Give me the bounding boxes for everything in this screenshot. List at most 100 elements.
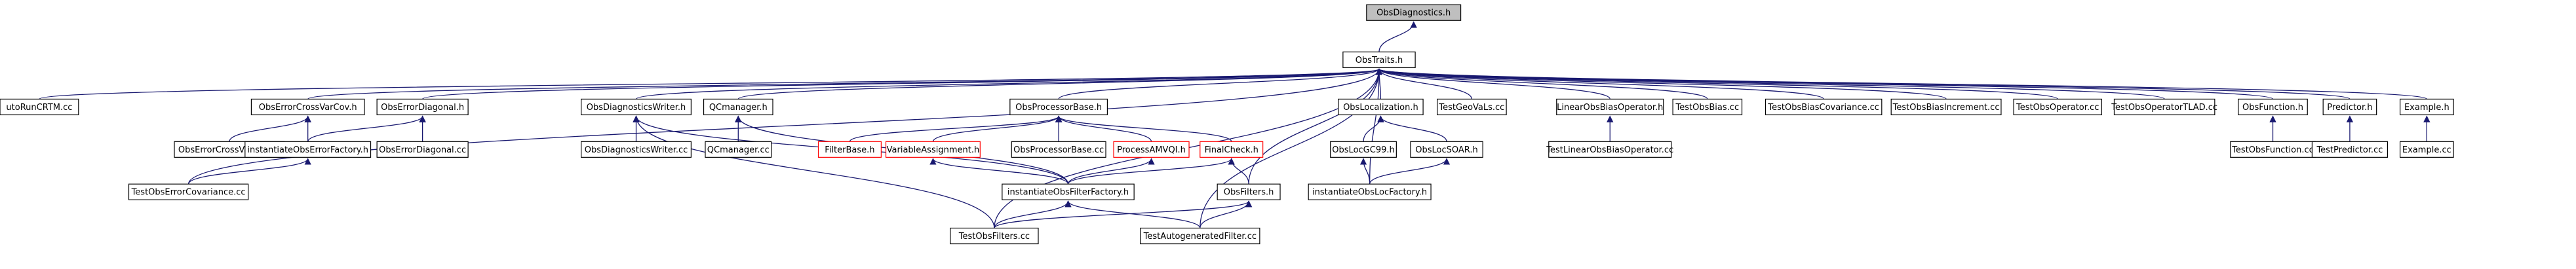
node-label: Predictor.h bbox=[2327, 103, 2372, 113]
node-box bbox=[705, 141, 772, 158]
node-tlobo-cc[interactable]: TestLinearObsBiasOperator.cc bbox=[1546, 141, 1673, 158]
node-box bbox=[1011, 141, 1106, 158]
node-label: ProcessAMVQI.h bbox=[1117, 145, 1186, 155]
node-label: Example.cc bbox=[2402, 145, 2451, 155]
edge-tofilters-cc-to-odw-h bbox=[633, 115, 995, 228]
node-oecvc-h[interactable]: ObsErrorCrossVarCov.h bbox=[250, 98, 365, 116]
node-example-h[interactable]: Example.h bbox=[2400, 98, 2454, 116]
edge-olsoar-h-to-oloc-h bbox=[1377, 115, 1447, 142]
node-box bbox=[2322, 98, 2377, 116]
edge-iofff-h-to-pamvqi-h bbox=[1067, 158, 1155, 185]
edge-fcheck-h-to-opb-h bbox=[1055, 115, 1232, 142]
edge-tobias-cc-to-obstraits-h bbox=[1376, 68, 1708, 99]
node-label: ObsProcessorBase.h bbox=[1015, 103, 1102, 113]
node-label: ObsFunction.h bbox=[2242, 103, 2303, 113]
node-label: TestObsBiasIncrement.cc bbox=[1892, 103, 2000, 113]
node-olsoar-h[interactable]: ObsLocSOAR.h bbox=[1410, 141, 1483, 158]
node-label: FilterBase.h bbox=[825, 145, 874, 155]
node-box bbox=[1113, 141, 1190, 158]
node-olgc99-h[interactable]: ObsLocGC99.h bbox=[1330, 141, 1397, 158]
edge-varasg-h-to-opb-h bbox=[932, 115, 1063, 142]
node-fbase-h[interactable]: FilterBase.h bbox=[817, 141, 882, 158]
node-label: ObsDiagnosticsWriter.h bbox=[587, 103, 686, 113]
node-tpred-cc[interactable]: TestPredictor.cc bbox=[2311, 141, 2389, 158]
edge-pamvqi-h-to-opb-h bbox=[1055, 115, 1152, 142]
node-lobo-h[interactable]: LinearObsBiasOperator.h bbox=[1556, 98, 1664, 116]
edge-odw-h-to-obstraits-h bbox=[635, 68, 1382, 99]
edge-tagf-cc-to-obstraits-h bbox=[1200, 68, 1383, 228]
node-box bbox=[1672, 98, 1743, 116]
node-box bbox=[376, 98, 469, 116]
edge-oecvc-cc-to-oecvc-h bbox=[229, 115, 311, 142]
node-label: TestAutogeneratedFilter.cc bbox=[1143, 232, 1257, 242]
node-box bbox=[1217, 183, 1281, 200]
node-label: TestObsBiasCovariance.cc bbox=[1767, 103, 1879, 113]
node-varasg-h[interactable]: VariableAssignment.h bbox=[885, 141, 981, 158]
node-ioef-h[interactable]: instantiateObsErrorFactory.h bbox=[244, 141, 372, 158]
node-tobias-cc[interactable]: TestObsBias.cc bbox=[1672, 98, 1743, 116]
edge-ioef-h-to-oediag-h bbox=[307, 115, 426, 142]
edge-tobcov-cc-to-obstraits-h bbox=[1376, 68, 1824, 99]
node-box bbox=[128, 183, 249, 200]
edge-opb-h-to-obstraits-h bbox=[1058, 68, 1382, 99]
node-label: instantiateObsErrorFactory.h bbox=[247, 145, 368, 155]
node-tobcov-cc[interactable]: TestObsBiasCovariance.cc bbox=[1765, 98, 1883, 116]
node-tofilters-cc[interactable]: TestObsFilters.cc bbox=[950, 227, 1039, 245]
node-qcm-h[interactable]: QCmanager.h bbox=[703, 98, 773, 116]
node-pamvqi-h[interactable]: ProcessAMVQI.h bbox=[1113, 141, 1190, 158]
node-odw-h[interactable]: ObsDiagnosticsWriter.h bbox=[581, 98, 692, 116]
node-opb-cc[interactable]: ObsProcessorBase.cc bbox=[1011, 141, 1106, 158]
node-iolf-h[interactable]: instantiateObsLocFactory.h bbox=[1308, 183, 1432, 200]
node-oloc-h[interactable]: ObsLocalization.h bbox=[1338, 98, 1424, 116]
node-pred-h[interactable]: Predictor.h bbox=[2322, 98, 2377, 116]
node-toop-cc[interactable]: TestObsOperator.cc bbox=[2013, 98, 2102, 116]
node-box bbox=[1002, 183, 1135, 200]
node-box bbox=[1437, 98, 1507, 116]
edge-iolf-h-to-obstraits-h bbox=[1369, 68, 1383, 185]
node-box bbox=[1548, 141, 1672, 158]
node-opb-h[interactable]: ObsProcessorBase.h bbox=[1009, 98, 1108, 116]
node-tgeovals-cc[interactable]: TestGeoVaLs.cc bbox=[1437, 98, 1507, 116]
edge-qcm-h-to-obstraits-h bbox=[737, 68, 1382, 99]
node-label: TestLinearObsBiasOperator.cc bbox=[1546, 145, 1673, 155]
node-box bbox=[1140, 227, 1260, 245]
node-fcheck-h[interactable]: FinalCheck.h bbox=[1200, 141, 1264, 158]
edge-lobo-h-to-obstraits-h bbox=[1375, 68, 1610, 99]
node-ofunc-h[interactable]: ObsFunction.h bbox=[2238, 98, 2308, 116]
node-label: TestPredictor.cc bbox=[2316, 145, 2383, 155]
node-label: FinalCheck.h bbox=[1205, 145, 1259, 155]
node-label: ObsErrorDiagonal.h bbox=[381, 103, 464, 113]
node-tobinc-cc[interactable]: TestObsBiasIncrement.cc bbox=[1890, 98, 2002, 116]
edge-ofilters-h-to-fcheck-h bbox=[1228, 158, 1249, 185]
node-iofff-h[interactable]: instantiateObsFilterFactory.h bbox=[1002, 183, 1135, 200]
node-label: TestObsOperatorTLAD.cc bbox=[2111, 103, 2217, 113]
node-tocrtm-cc[interactable]: utoRunCRTM.cc bbox=[0, 98, 79, 116]
edge-olgc99-h-to-oloc-h bbox=[1363, 115, 1384, 142]
node-qcm-cc[interactable]: QCmanager.cc bbox=[705, 141, 772, 158]
edge-iolf-h-to-olsoar-h bbox=[1369, 158, 1451, 185]
node-oediag-cc[interactable]: ObsErrorDiagonal.cc bbox=[376, 141, 469, 158]
node-oediag-h[interactable]: ObsErrorDiagonal.h bbox=[376, 98, 469, 116]
edge-example-h-to-obstraits-h bbox=[1376, 68, 2427, 99]
node-label: QCmanager.h bbox=[709, 103, 768, 113]
node-label: TestGeoVaLs.cc bbox=[1438, 103, 1504, 113]
node-tooptlad-cc[interactable]: TestObsOperatorTLAD.cc bbox=[2111, 98, 2217, 116]
node-box bbox=[1338, 98, 1424, 116]
node-tofunc-cc[interactable]: TestObsFunction.cc bbox=[2230, 141, 2316, 158]
node-box bbox=[2400, 98, 2454, 116]
node-obstraits-h[interactable]: ObsTraits.h bbox=[1342, 51, 1416, 68]
node-box bbox=[1308, 183, 1432, 200]
node-ofilters-h[interactable]: ObsFilters.h bbox=[1217, 183, 1281, 200]
node-toecov-cc[interactable]: TestObsErrorCovariance.cc bbox=[128, 183, 249, 200]
edge-tgeovals-cc-to-obstraits-h bbox=[1375, 68, 1473, 99]
node-obsdiag-h[interactable]: ObsDiagnostics.h bbox=[1366, 4, 1462, 21]
edge-ofilters-h-to-obstraits-h bbox=[1248, 68, 1383, 185]
edge-tocrtm-cc-to-obstraits-h bbox=[39, 68, 1382, 99]
node-label: LinearObsBiasOperator.h bbox=[1557, 103, 1663, 113]
node-example-cc[interactable]: Example.cc bbox=[2400, 141, 2454, 158]
node-odw-cc[interactable]: ObsDiagnosticsWriter.cc bbox=[581, 141, 692, 158]
node-tagf-cc[interactable]: TestAutogeneratedFilter.cc bbox=[1140, 227, 1260, 245]
node-box bbox=[1556, 98, 1664, 116]
